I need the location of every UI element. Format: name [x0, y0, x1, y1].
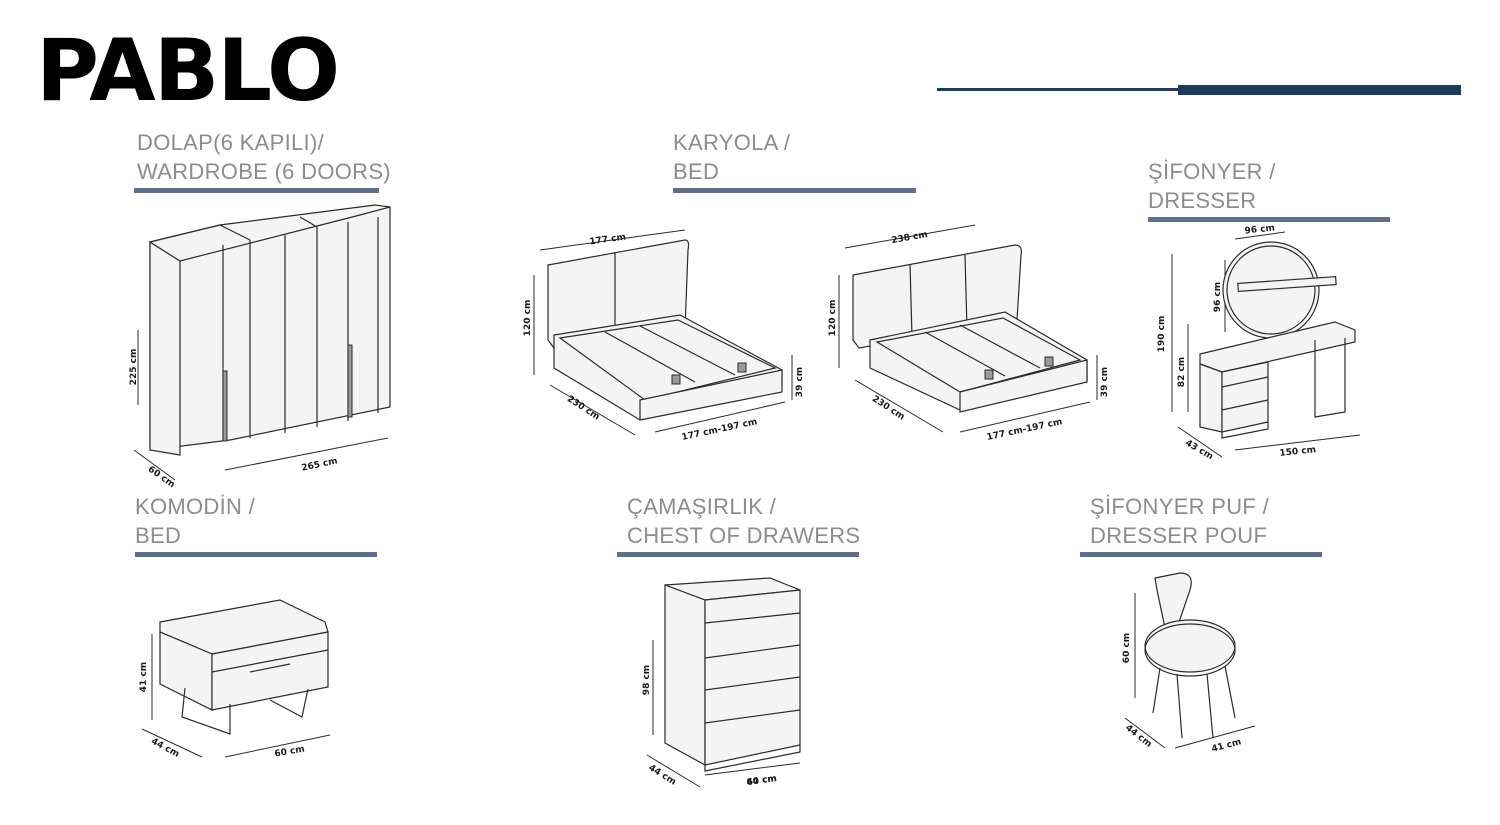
section-title-tr: ŞİFONYER PUF /: [1090, 494, 1269, 519]
dim-label: 60 cm: [746, 774, 777, 788]
dim-label: 82 cm: [1177, 357, 1187, 387]
dim-label: 190 cm: [1157, 316, 1167, 353]
section-title-tr: ÇAMAŞIRLIK /: [627, 494, 777, 519]
bed-front: [639, 369, 783, 421]
dresser-mirror: [1222, 241, 1320, 339]
decor-line-thin: [937, 88, 1182, 91]
dim-label: 150 cm: [1279, 445, 1316, 459]
dim-label: 177 cm-197 cm: [986, 417, 1063, 443]
wardrobe-side: [149, 240, 181, 456]
dim-label: 44 cm: [746, 774, 777, 788]
dresser-drawing: 96 cm 96 cm 190 cm 82 cm 43 cm 150 cm: [1157, 223, 1361, 462]
dim-label: 265 cm: [301, 456, 339, 473]
wardrobe-handle: [222, 370, 228, 442]
section-title-en: BED: [135, 523, 182, 548]
dim-label: 177 cm-197 cm: [681, 417, 758, 443]
dim-label: 96 cm: [1244, 223, 1275, 236]
section-underline: [134, 188, 379, 193]
section-title-bed: KARYOLA / BED: [673, 128, 916, 193]
dim-label: 120 cm: [523, 300, 533, 337]
dim-label: 60 cm: [274, 744, 306, 759]
dim-label: 177 cm: [589, 233, 627, 248]
section-title-tr: ŞİFONYER /: [1148, 159, 1276, 184]
chest-side: [664, 584, 706, 767]
chest-front: [704, 589, 801, 766]
dim-label: 238 cm: [891, 230, 929, 246]
dim-label: 60 cm: [1122, 633, 1132, 663]
bed-small-drawing: 177 cm 120 cm 230 cm 177 cm-197 cm 39 cm: [523, 229, 805, 443]
mirror-bar: [1237, 275, 1337, 293]
section-underline: [1148, 217, 1390, 222]
section-underline: [673, 188, 916, 193]
dim-label: 230 cm: [565, 394, 601, 422]
dresser-side: [1199, 363, 1223, 433]
dim-label: 41 cm: [1211, 737, 1243, 755]
dim-label: 98 cm: [642, 665, 652, 695]
decor-line-thick: [1178, 85, 1461, 95]
nightstand-front: [211, 631, 329, 711]
pouf-seat: [1144, 619, 1236, 673]
section-title-chest: ÇAMAŞIRLIK / CHEST OF DRAWERS: [617, 492, 861, 557]
section-underline: [617, 552, 859, 557]
section-title-tr: KOMODİN /: [135, 494, 256, 519]
section-underline: [1080, 552, 1322, 557]
section-title-wardrobe: DOLAP(6 KAPILI)/ WARDROBE (6 DOORS): [134, 128, 391, 193]
section-title-en: DRESSER: [1148, 188, 1257, 213]
section-title-en: WARDROBE (6 DOORS): [137, 159, 391, 184]
dim-label: 39 cm: [795, 367, 805, 397]
brand-title: PABLO: [36, 21, 340, 121]
nightstand-drawing: 41 cm 44 cm 60 cm: [139, 599, 331, 760]
wardrobe-handle: [347, 344, 353, 418]
bed-front: [959, 359, 1088, 413]
wardrobe-drawing: 225 cm 60 cm 265 cm: [129, 204, 391, 490]
section-title-dresser: ŞİFONYER / DRESSER: [1148, 157, 1390, 222]
dim-label: 225 cm: [129, 349, 139, 386]
dim-label: 230 cm: [870, 394, 906, 422]
dim-label: 120 cm: [828, 300, 838, 337]
section-title-en: BED: [673, 159, 720, 184]
section-title-pouf: ŞİFONYER PUF / DRESSER POUF: [1080, 492, 1322, 557]
chest-drawing: 98 cm 44 cm 44 cm 60 cm: [642, 577, 801, 788]
section-title-en: DRESSER POUF: [1090, 523, 1268, 548]
section-title-tr: KARYOLA /: [673, 130, 791, 155]
section-underline: [135, 552, 377, 557]
dim-label: 96 cm: [1213, 282, 1223, 312]
pouf-drawing: 60 cm 44 cm 41 cm: [1122, 572, 1256, 755]
dim-label: 39 cm: [1100, 367, 1110, 397]
dim-label: 41 cm: [139, 662, 149, 692]
section-title-tr: DOLAP(6 KAPILI)/: [137, 130, 324, 155]
dim-label: 44 cm: [647, 763, 678, 788]
section-title-en: CHEST OF DRAWERS: [627, 523, 861, 548]
dresser-drawers: [1221, 361, 1269, 433]
section-title-nightstand: KOMODİN / BED: [135, 492, 377, 557]
bed-base: [558, 319, 777, 401]
bed-large-drawing: 238 cm 120 cm 230 cm 177 cm-197 cm 39 cm: [828, 224, 1110, 443]
